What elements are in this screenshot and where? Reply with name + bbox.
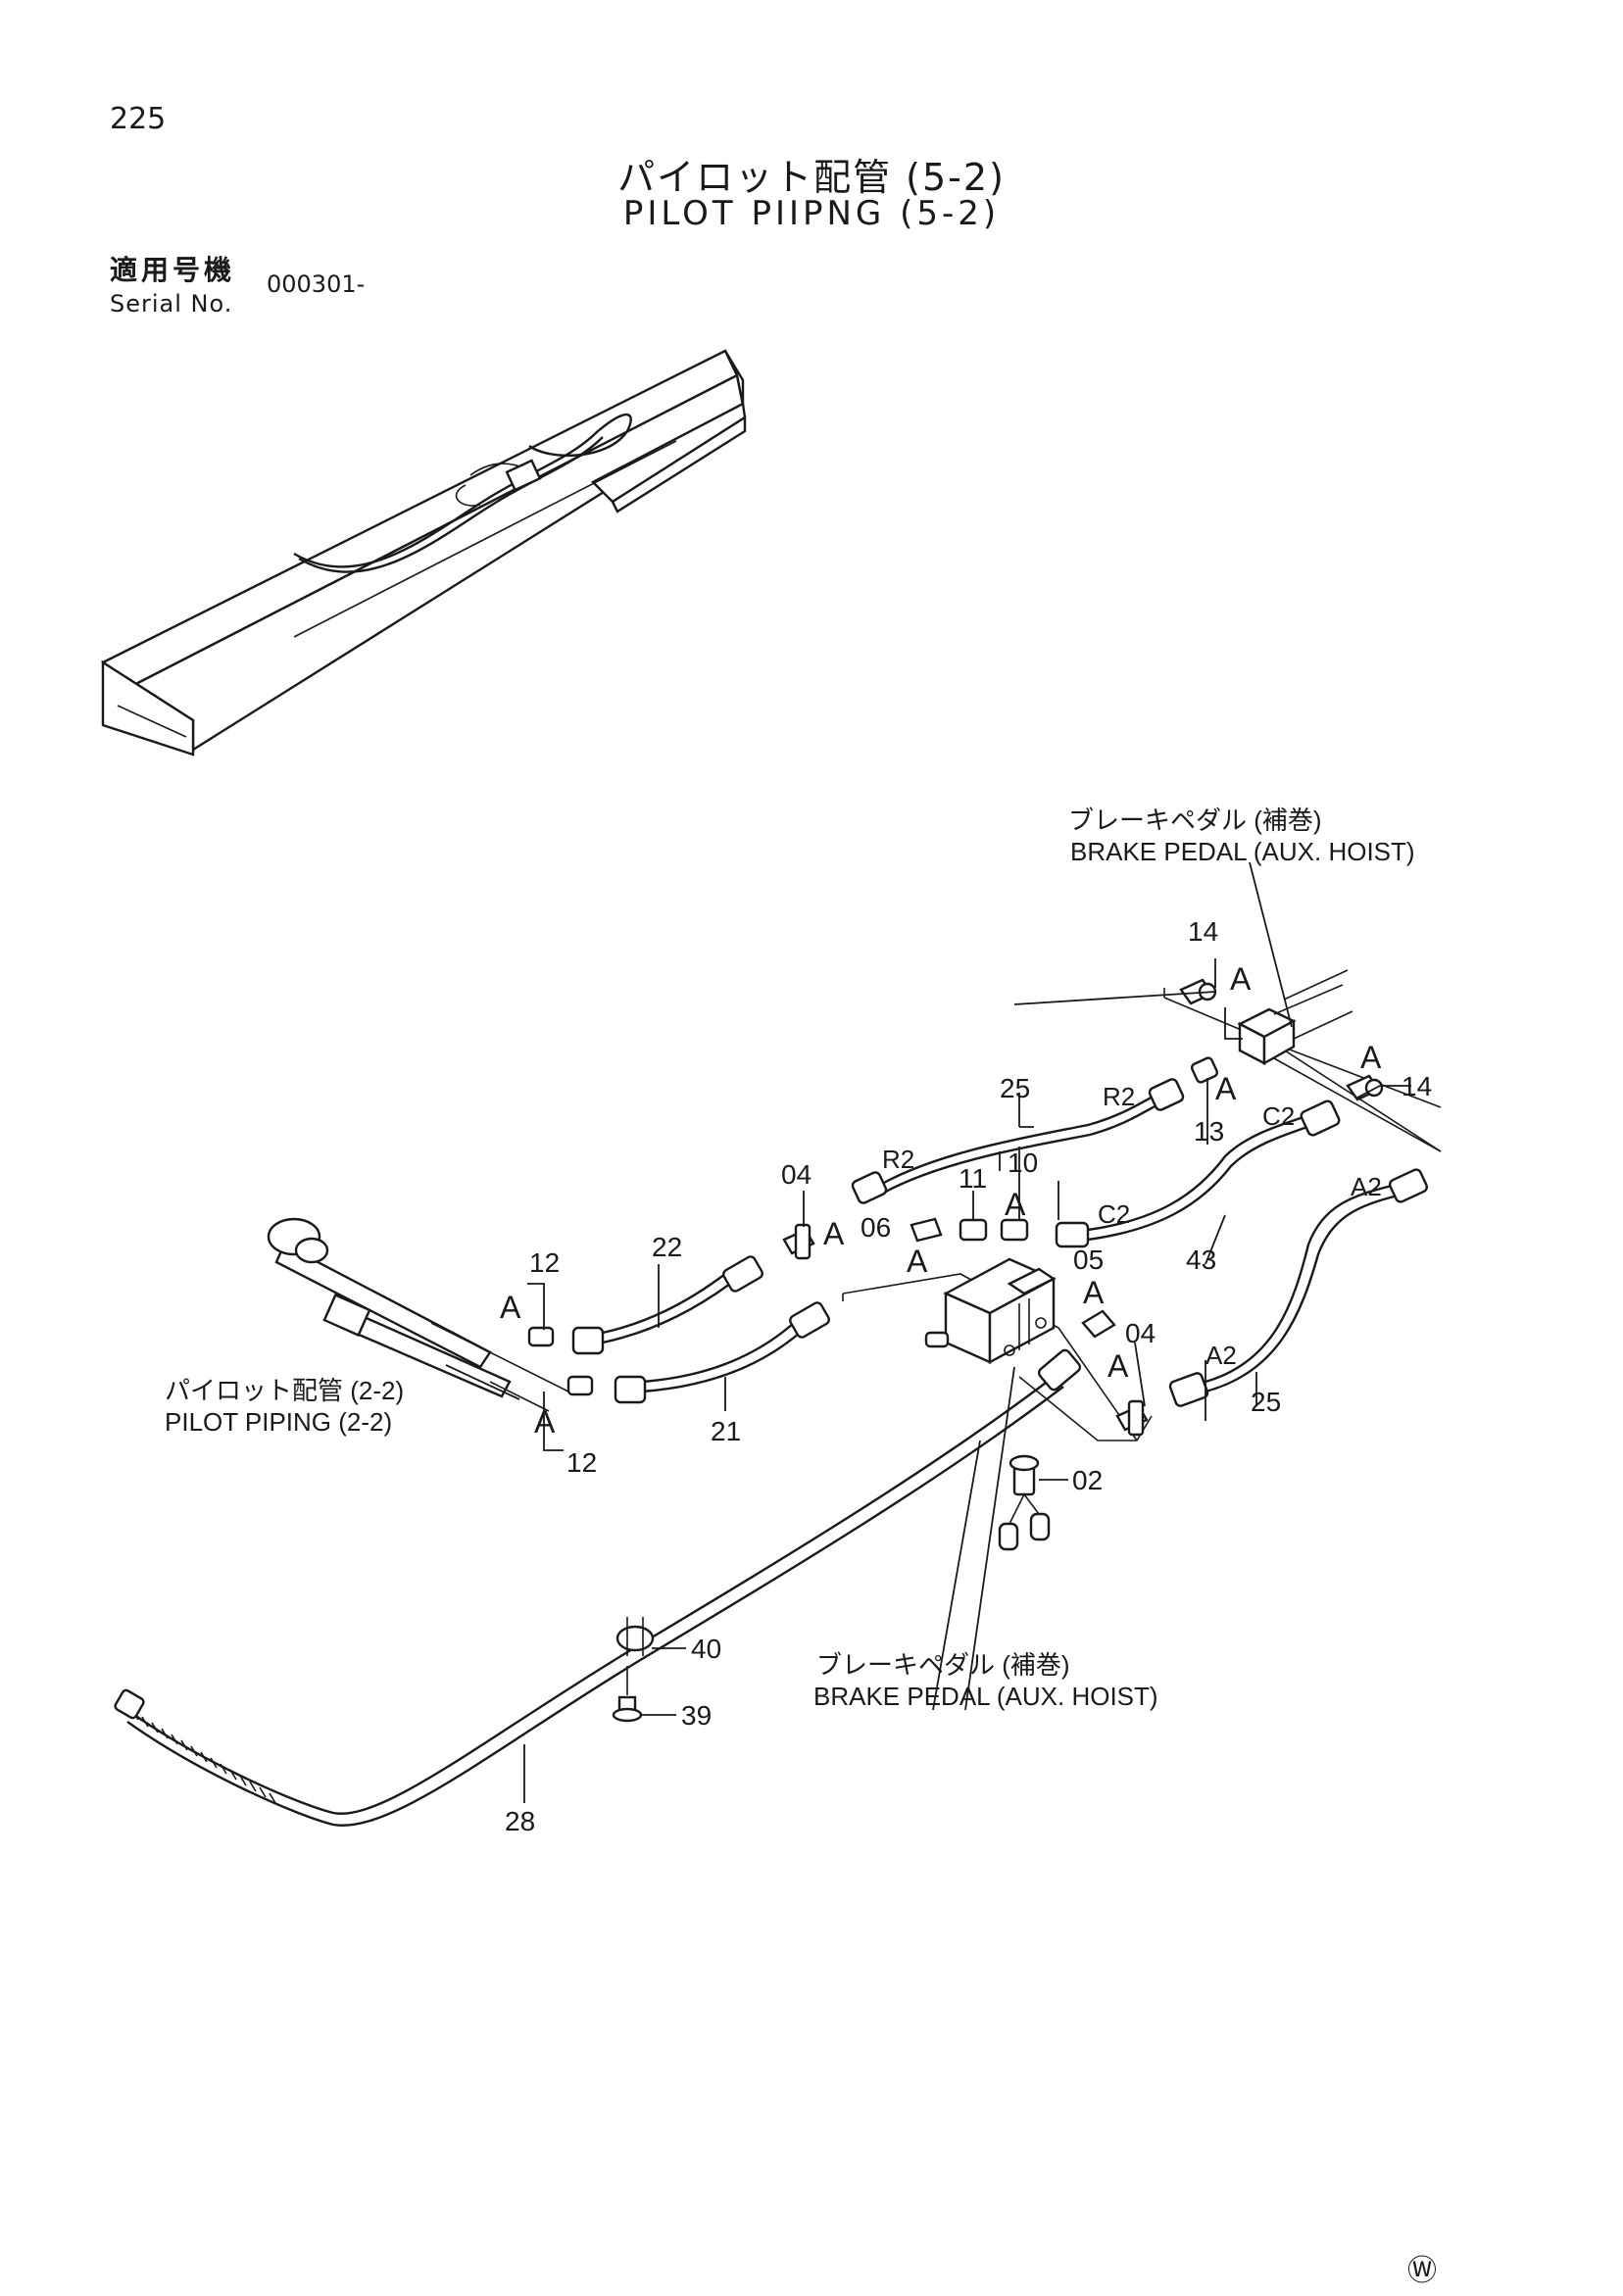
connection-mark-a-1: A <box>1230 961 1252 997</box>
brake-pedal-top-label-en: BRAKE PEDAL (AUX. HOIST) <box>1070 837 1415 866</box>
page-number: 225 <box>110 102 167 136</box>
part-number-28: 28 <box>505 1806 535 1836</box>
part-number-06: 06 <box>861 1212 891 1243</box>
brake-pedal-top-label-ja: ブレーキペダル (補巻) <box>1068 806 1322 835</box>
part-number-05: 05 <box>1073 1245 1104 1275</box>
part-number-39: 39 <box>681 1700 712 1731</box>
leader-lines <box>445 861 1411 1803</box>
pilot-piping-label-ja: パイロット配管 (2-2) <box>165 1376 404 1405</box>
connection-mark-a-8: A <box>1107 1348 1129 1384</box>
connection-mark-a-4: A <box>1005 1187 1026 1222</box>
part-number-12-lower: 12 <box>566 1447 597 1478</box>
part-number-21: 21 <box>711 1416 741 1446</box>
part-number-02: 02 <box>1072 1465 1103 1495</box>
page-title-japanese: パイロット配管 (5-2) <box>617 156 1006 199</box>
serial-number-value: 000301- <box>267 270 366 298</box>
part-number-04-lower: 04 <box>1125 1318 1156 1348</box>
part-number-04-upper: 04 <box>781 1159 812 1190</box>
part-number-10: 10 <box>1008 1148 1038 1178</box>
part-number-14-top: 14 <box>1188 916 1218 947</box>
part-number-25-lower: 25 <box>1251 1387 1281 1417</box>
hoses <box>126 1094 1399 1827</box>
serial-label-english: Serial No. <box>110 290 233 318</box>
publisher-mark: Ⓦ <box>1407 2254 1437 2288</box>
boom-overview-illustration <box>101 349 747 757</box>
connection-mark-a-3: A <box>1215 1071 1237 1106</box>
connection-mark-a-7: A <box>1083 1275 1105 1310</box>
part-number-12-upper: 12 <box>529 1247 560 1278</box>
brake-pedal-top-block <box>1237 969 1353 1066</box>
port-label-a2-left: A2 <box>1205 1341 1237 1370</box>
connection-mark-a-9: A <box>500 1290 521 1325</box>
brake-pedal-bottom-label-ja: ブレーキペダル (補巻) <box>816 1650 1070 1680</box>
connection-mark-a-6: A <box>907 1244 928 1279</box>
port-label-c2-right: C2 <box>1262 1101 1295 1131</box>
connection-mark-a-10: A <box>534 1404 556 1440</box>
pilot-piping-label-en: PILOT PIPING (2-2) <box>165 1407 392 1437</box>
port-label-r2-left: R2 <box>882 1145 914 1174</box>
part-number-25-upper: 25 <box>1000 1073 1030 1103</box>
port-label-a2-right: A2 <box>1351 1172 1382 1201</box>
serial-label-japanese: 適用号機 <box>110 254 236 286</box>
port-label-r2-right: R2 <box>1103 1082 1135 1111</box>
connection-mark-a-5: A <box>823 1216 845 1251</box>
connection-mark-a-2: A <box>1360 1040 1382 1075</box>
part-number-11: 11 <box>959 1163 987 1194</box>
part-number-22: 22 <box>652 1232 682 1262</box>
page-title-english: PILOT PIIPNG (5-2) <box>622 194 1001 233</box>
part-number-40: 40 <box>691 1634 721 1664</box>
part-number-14-right: 14 <box>1402 1071 1432 1101</box>
part-number-13: 13 <box>1194 1116 1224 1147</box>
part-number-43: 43 <box>1186 1245 1216 1275</box>
brake-pedal-bottom-label-en: BRAKE PEDAL (AUX. HOIST) <box>813 1682 1158 1711</box>
brake-valve-block <box>924 1257 1057 1365</box>
port-label-c2-left: C2 <box>1098 1199 1130 1229</box>
